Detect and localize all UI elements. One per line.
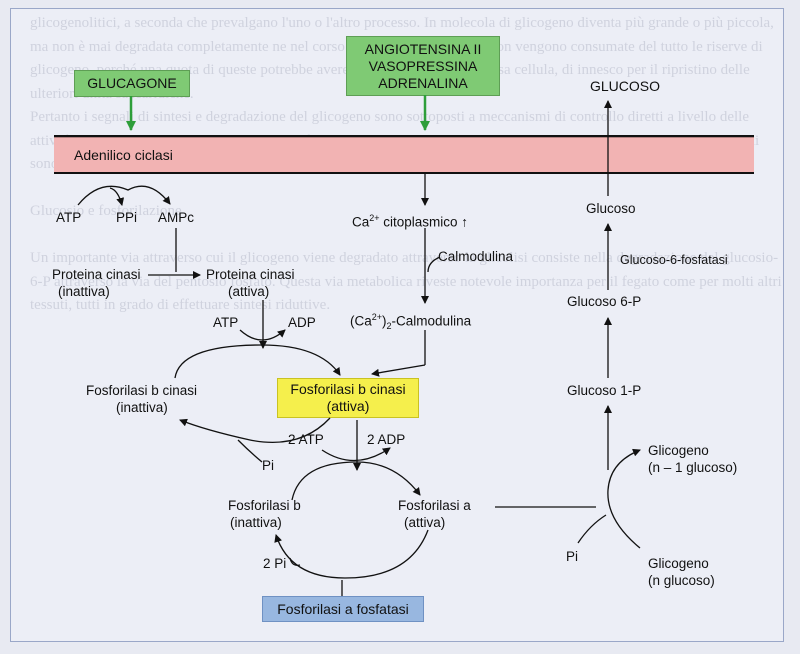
kinase-inactive-label-1: Fosforilasi b cinasi: [86, 383, 198, 398]
glucoso-6p-label: Glucoso 6-P: [567, 294, 642, 309]
kinase-pi-arrow: [237, 439, 263, 463]
complex-to-kinase-arrow: [371, 364, 426, 377]
glycogen-breakdown-arc: [607, 448, 641, 549]
kinase-activation-arc: [174, 344, 341, 379]
atp-adp-arrow: [239, 329, 286, 341]
kinase-2atp-label: 2 ATP: [288, 432, 324, 447]
atp-to-ampc-arrow: [77, 185, 171, 206]
glicogeno-pi-label: Pi: [566, 549, 579, 564]
ppi-label: PPi: [116, 210, 138, 225]
phosphatase-label: Fosforilasi a fosfatasi: [277, 600, 409, 617]
phosphatase-box: Fosforilasi a fosfatasi: [262, 596, 424, 622]
glucoso-upper-label: GLUCOSO: [590, 78, 661, 94]
glucoso-6-fosfatasi-label: Glucoso-6-fosfatasi: [620, 253, 728, 267]
pk-active-label-1: Proteina cinasi: [206, 267, 295, 282]
phosphorylase-b-label-1: Fosforilasi b: [228, 498, 301, 513]
phosphorylase-a-label-2: (attiva): [404, 515, 446, 530]
pk-active-label-2: (attiva): [228, 284, 270, 299]
adenilico-ciclasi-label: Adenilico ciclasi: [74, 147, 173, 163]
kinase-active-box: Fosforilasi b cinasi (attiva): [277, 378, 419, 418]
pk-inactive-label-1: Proteina cinasi: [52, 267, 141, 282]
atp-label: ATP: [56, 210, 82, 225]
two-atp-adp-arrow: [321, 447, 391, 462]
phosphorylase-a-label-1: Fosforilasi a: [398, 498, 471, 513]
kinase-pi-label: Pi: [262, 458, 275, 473]
figure-frame: [10, 8, 784, 642]
ca-citoplasmico-label: Ca2+ citoplasmico ↑: [352, 213, 469, 230]
pk-inactive-label-2: (inattiva): [58, 284, 110, 299]
atp2-label: ATP: [213, 315, 239, 330]
adp2-label: ADP: [288, 315, 316, 330]
two-pi-arrow: [289, 557, 301, 566]
calmodulina-label: Calmodulina: [438, 249, 514, 264]
glucoso-1p-label: Glucoso 1-P: [567, 383, 642, 398]
adrenalina-label: ADRENALINA: [378, 74, 468, 91]
glucagone-label: GLUCAGONE: [87, 75, 177, 91]
glicogeno-n-label-2: (n glucoso): [648, 573, 715, 588]
ppi-branch-arrow: [109, 187, 125, 206]
phosphorylase-deactivation-arc: [274, 529, 429, 579]
phosphorylase-activation-arc: [291, 461, 421, 501]
ca-calmodulina-complex-label: (Ca2+)2-Calmodulina: [350, 312, 472, 332]
glicogeno-n1-label-1: Glicogeno: [648, 443, 709, 458]
kinase-inactive-label-2: (inattiva): [116, 400, 168, 415]
angiotensina-box: ANGIOTENSINA II VASOPRESSINA ADRENALINA: [346, 36, 500, 96]
phosphorylase-2pi-label: 2 Pi: [263, 556, 287, 571]
ampc-label: AMPc: [158, 210, 195, 225]
pi-join-arrow: [577, 514, 607, 544]
glicogeno-n1-label-2: (n – 1 glucoso): [648, 460, 738, 475]
kinase-2adp-label: 2 ADP: [367, 432, 406, 447]
glucoso-label: Glucoso: [586, 201, 636, 216]
membrane-top-line: [54, 135, 754, 137]
phosphorylase-b-label-2: (inattiva): [230, 515, 282, 530]
calmodulina-join-arrow: [427, 256, 441, 273]
vasopressina-label: VASOPRESSINA: [368, 57, 478, 74]
membrane-bottom-line: [54, 172, 754, 174]
kinase-active-label-2: (attiva): [326, 398, 370, 414]
glicogeno-n-label-1: Glicogeno: [648, 556, 709, 571]
kinase-deactivation-arc: [179, 417, 331, 443]
angiotensina-label: ANGIOTENSINA II: [364, 40, 482, 57]
kinase-active-label-1: Fosforilasi b cinasi: [290, 381, 406, 397]
